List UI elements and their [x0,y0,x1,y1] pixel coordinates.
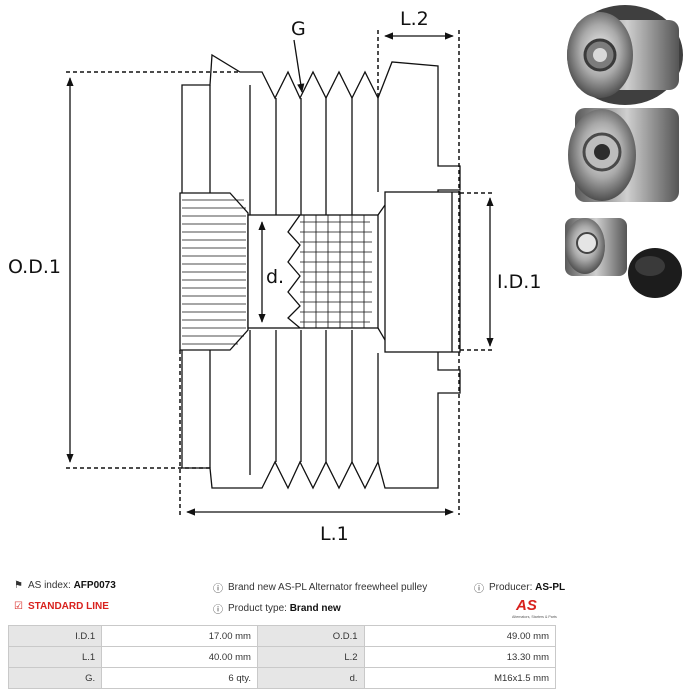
info-icon: ⓘ [213,584,223,595]
tag-icon: ⚑ [14,580,23,591]
spec-key: I.D.1 [7,625,103,647]
as-index-value: AFP0073 [73,580,116,591]
pulley-technical-drawing: G L.2 O.D.1 I.D.1 d. L.1 [8,5,683,545]
info-icon: ⓘ [213,605,223,616]
producer: ⓘ Producer: AS-PL [474,580,565,595]
producer-value: AS-PL [535,582,566,593]
as-index-label: AS index: [27,580,71,591]
spec-row: G.6 qty.d.M16x1.5 mm [7,667,557,689]
standard-line-label: STANDARD LINE [27,601,109,612]
as-index: ⚑ AS index: AFP0073 [14,580,116,591]
spec-key: L.1 [7,646,103,668]
product-photo-side [565,218,627,276]
groove-label: G [291,18,306,40]
spec-value: 13.30 mm [363,646,557,668]
standard-line: ☑ STANDARD LINE [14,601,109,612]
spec-value: 40.00 mm [101,646,258,668]
product-photo-back [568,108,679,202]
as-pl-logo: AS Alternators, Starters & Parts [512,597,557,619]
thread-d-label: d. [266,266,284,288]
svg-text:AS: AS [515,597,537,614]
description-text: Brand new AS-PL Alternator freewheel pul… [228,582,428,593]
spec-key: d. [256,667,365,689]
description: ⓘ Brand new AS-PL Alternator freewheel p… [213,580,427,595]
spec-key: O.D.1 [256,625,365,647]
info-icon: ⓘ [474,584,484,595]
id1-label: I.D.1 [497,271,541,293]
svg-text:Alternators, Starters & Parts: Alternators, Starters & Parts [512,615,557,619]
od1-label: O.D.1 [8,256,61,278]
spec-value: M16x1.5 mm [363,667,557,689]
check-square-icon: ☑ [14,601,23,612]
l1-label: L.1 [320,523,349,545]
spec-value: 17.00 mm [101,625,258,647]
spec-key: G. [7,667,103,689]
product-photo-cap [628,248,682,298]
producer-label: Producer: [489,582,533,593]
spec-value: 49.00 mm [363,625,557,647]
spec-value: 6 qty. [101,667,258,689]
spec-key: L.2 [256,646,365,668]
product-type-label: Product type: [228,603,287,614]
product-photo-front [567,5,683,105]
product-type-value: Brand new [289,603,341,614]
product-type: ⓘ Product type: Brand new [213,601,341,616]
l2-label: L.2 [400,8,429,30]
